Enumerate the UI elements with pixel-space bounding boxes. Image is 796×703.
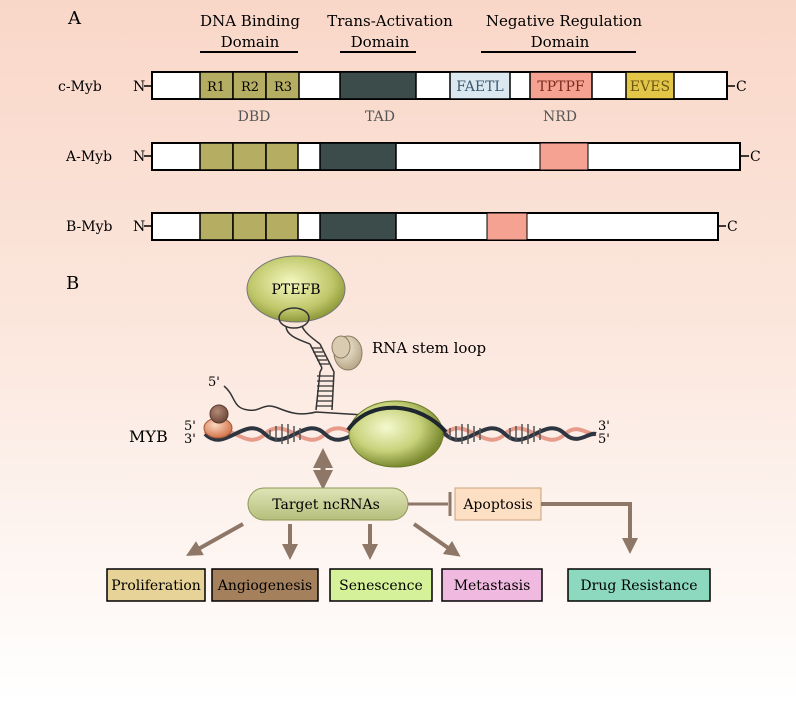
dbd-header-line1: DNA Binding [200,12,300,30]
rna-stem-loop-label: RNA stem loop [372,339,486,357]
b-myb-n-term: N [133,219,145,235]
dbd-abbrev: DBD [238,109,271,125]
nascent-rna [223,385,381,417]
ptefb-label: PTEFB [272,282,321,298]
c-myb-r2-domain [232,71,267,100]
c-myb-n-term: N [133,79,145,95]
rna-polymerase [348,400,444,468]
angiogenesis-box [211,568,319,602]
a-myb-dbd-1 [199,142,234,171]
proliferation-label: Proliferation [111,578,201,594]
c-myb-eves-domain [625,71,675,100]
c-myb-protein: c-Myb N C R1 R2 R3 FAETL TPTPF EVES [58,71,747,100]
c-myb-tptpf-label: TPTPF [537,79,585,95]
arrow-to-proliferation [186,522,244,556]
senescence-box [329,568,433,602]
a-myb-n-term: N [133,149,145,165]
c-myb-eves-label: EVES [630,79,670,95]
tad-abbrev: TAD [365,109,395,125]
tad-header-line2: Domain [351,33,410,51]
c-myb-r2-label: R2 [241,80,259,95]
c-myb-faetl-label: FAETL [456,79,503,95]
apoptosis-label: Apoptosis [462,497,532,513]
angiogenesis-label: Angiogenesis [217,578,312,594]
tad-header-line1: Trans-Activation [327,12,453,30]
nrd-header-line2: Domain [531,33,590,51]
arrow-to-metastasis [412,522,461,557]
senescence-label: Senescence [339,578,423,594]
proliferation-box [106,568,206,602]
c-myb-r1-label: R1 [207,80,225,95]
rna-stem-loop-structure: PTEFB [246,255,363,411]
c-myb-c-term: C [736,79,747,95]
stem-loop-bulge-2 [331,335,351,359]
myb-gene-label: MYB [129,427,168,446]
strand-left-top: 5' [184,419,196,434]
strand-right-bottom: 5' [598,432,610,447]
a-myb-nrd-domain [539,142,589,171]
b-myb-tad-domain [319,212,397,241]
b-myb-c-term: C [727,219,738,235]
b-myb-dbd-1 [199,212,234,241]
a-myb-tad-domain [319,142,397,171]
target-ncrnas-label: Target ncRNAs [272,497,380,513]
a-myb-protein: A-Myb N C [65,142,761,171]
c-myb-faetl-domain [449,71,511,100]
b-myb-nrd-domain [486,212,528,241]
a-myb-c-term: C [750,149,761,165]
panel-a-label: A [67,8,82,29]
b-myb-dbd-3 [265,212,299,241]
b-myb-protein: B-Myb N C [66,212,738,241]
a-myb-dbd-2 [232,142,267,171]
apoptosis-to-drug-arrow [541,502,638,554]
c-myb-name: c-Myb [58,79,102,95]
c-myb-r3-domain [265,71,300,100]
strand-left-bottom: 3' [184,432,196,447]
ptefb-complex [246,255,346,323]
c-myb-r3-label: R3 [274,80,292,95]
myb-protein-head [209,404,229,424]
c-myb-tptpf-domain [529,71,593,100]
drug-resistance-box [567,568,711,602]
drug-resistance-label: Drug Resistance [580,578,697,594]
strand-right-top: 3' [598,419,610,434]
c-myb-tad-domain [339,71,417,100]
a-myb-dbd-3 [265,142,299,171]
dbd-header-line2: Domain [221,33,280,51]
apoptosis-box [454,487,542,521]
nrd-abbrev: NRD [543,109,577,125]
nrd-header-line1: Negative Regulation [486,12,643,30]
stem-loop-cap [278,307,310,329]
b-myb-name: B-Myb [66,219,113,235]
metastasis-label: Metastasis [454,578,531,594]
metastasis-box [441,568,543,602]
panel-b-label: B [66,273,79,294]
rna-five-prime-label: 5' [208,375,220,390]
a-myb-name: A-Myb [65,149,112,165]
b-myb-dbd-2 [232,212,267,241]
